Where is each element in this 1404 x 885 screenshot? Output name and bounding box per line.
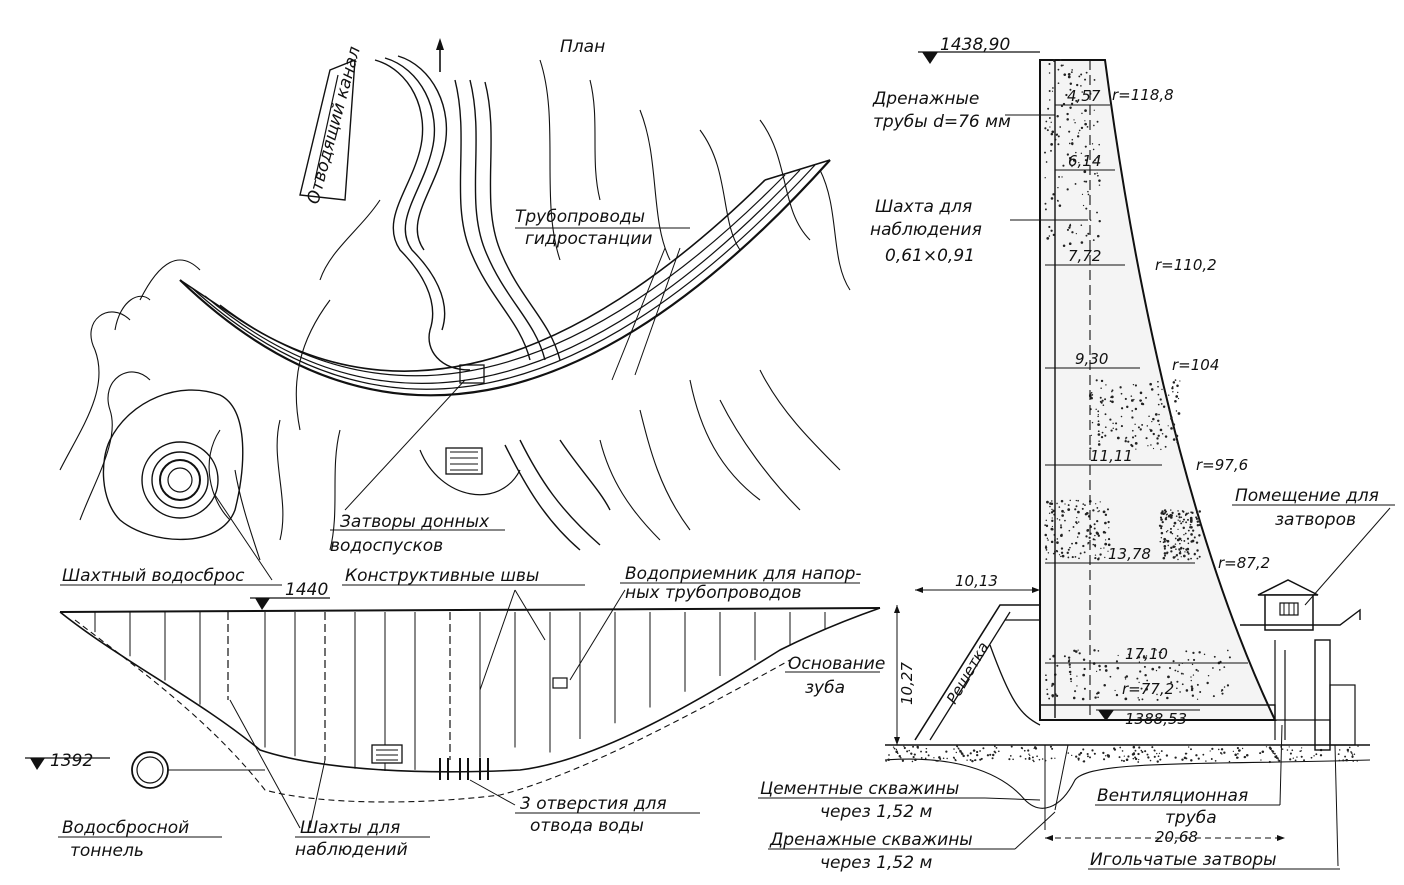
gate-house-label-line2: затворов [1275, 510, 1356, 530]
bottom-gates-label-line1: Затворы донных [340, 512, 490, 532]
tooth-base-label-line2: зуба [805, 678, 845, 698]
construction-joints-label: Конструктивные швы [345, 566, 539, 586]
inspection-shaft-label-line2: наблюдения [870, 220, 982, 240]
inspection-shaft-label-line3: 0,61×0,91 [885, 246, 975, 266]
radius-104: r=104 [1172, 356, 1219, 374]
trash-rack: Решетка [914, 604, 1041, 741]
drain-holes-label-line2: через 1,52 м [820, 853, 932, 873]
rack-width-dim: 10,13 [955, 572, 998, 590]
intake-label-line1: Водоприемник для напор- [625, 564, 862, 584]
radius-118-8: r=118,8 [1112, 86, 1174, 104]
radius-87-2: r=87,2 [1218, 554, 1270, 572]
rack-dimensions: 10,13 10,27 [894, 572, 1040, 745]
observation-shafts-label-line1: Шахты для [300, 818, 400, 838]
river-channel [374, 55, 611, 551]
crest-level-1440: 1440 [285, 580, 328, 600]
cross-section-view: 1438,90 Решетка [758, 35, 1395, 873]
width-11-11: 11,11 [1090, 447, 1133, 465]
elevation-view: 1440 Конструктивные швы Водоприемник для… [25, 564, 885, 861]
rack-height-dim: 10,27 [898, 662, 916, 705]
terrain-contours [59, 59, 851, 561]
plan-title: План [560, 37, 605, 57]
rack-label: Решетка [943, 639, 993, 707]
gate-house [1230, 579, 1361, 751]
drain-pipes-label-line2: трубы d=76 мм [873, 112, 1011, 132]
foundation [884, 744, 1371, 830]
drain-holes-label-line1: Дренажные скважины [769, 830, 973, 850]
penstocks-label-line2: гидростанции [525, 229, 652, 249]
bottom-gates-label-line2: водоспусков [330, 536, 443, 556]
width-4-57: 4,57 [1067, 87, 1101, 105]
intake-label-line2: ных трубопроводов [625, 583, 802, 603]
needle-gates-label: Игольчатые затворы [1090, 850, 1277, 870]
three-outlets [439, 758, 489, 780]
shaft-spillway [102, 389, 244, 541]
spillway-tunnel-label-line2: тоннель [70, 841, 144, 861]
vent-pipe-label-line1: Вентиляционная [1097, 786, 1248, 806]
section-crest-level: 1438,90 [940, 35, 1010, 55]
gate-house-label-line1: Помещение для [1235, 486, 1379, 506]
dam-elevation-outline [59, 607, 881, 803]
radius-77-2: r=77,2 [1122, 680, 1174, 698]
grout-holes-label-line2: через 1,52 м [820, 802, 932, 822]
drain-pipes-label-line1: Дренажные [872, 89, 979, 109]
inspection-shaft-label-line1: Шахта для [875, 197, 972, 217]
penstocks-label-line1: Трубопроводы [515, 207, 645, 227]
width-7-72: 7,72 [1068, 247, 1101, 265]
vent-pipe-label-line2: труба [1165, 808, 1217, 828]
width-17-10: 17,10 [1125, 645, 1168, 663]
outlets-label-line2: отвода воды [530, 816, 644, 836]
radius-110-2: r=110,2 [1155, 256, 1217, 274]
arch-dam-plan [179, 159, 831, 397]
north-arrow-icon [436, 38, 444, 72]
grout-holes-label-line1: Цементные скважины [760, 779, 959, 799]
width-13-78: 13,78 [1108, 545, 1151, 563]
spillway-tunnel-label-line1: Водосбросной [62, 818, 189, 838]
base-width-value: 20,68 [1155, 828, 1198, 846]
crest-level-marker: 1440 [250, 580, 330, 610]
plan-view: План [59, 37, 851, 586]
section-width-dims: 4,57 6,14 7,72 9,30 11,11 13,78 17,10 [1045, 87, 1248, 664]
width-6-14: 6,14 [1068, 152, 1101, 170]
tooth-base-label-line1: Основание [788, 654, 885, 674]
section-crest-marker: 1438,90 [918, 35, 1040, 64]
base-level: 1388,53 [1125, 710, 1187, 728]
shaft-spillway-label: Шахтный водосброс [62, 566, 245, 586]
base-level-marker: 1388,53 [1096, 709, 1200, 728]
outlet-channel: Отводящий канал [299, 44, 365, 206]
radius-97-6: r=97,6 [1196, 456, 1248, 474]
observation-shafts-label-line2: наблюдений [295, 840, 408, 860]
bottom-gate-house [419, 364, 521, 496]
outlets-label-line1: 3 отверстия для [520, 794, 667, 814]
tunnel-level-1392: 1392 [50, 751, 93, 771]
spillway-tunnel: 1392 [25, 751, 265, 789]
base-width-dim: 20,68 [1045, 828, 1285, 846]
width-9-30: 9,30 [1075, 350, 1108, 368]
